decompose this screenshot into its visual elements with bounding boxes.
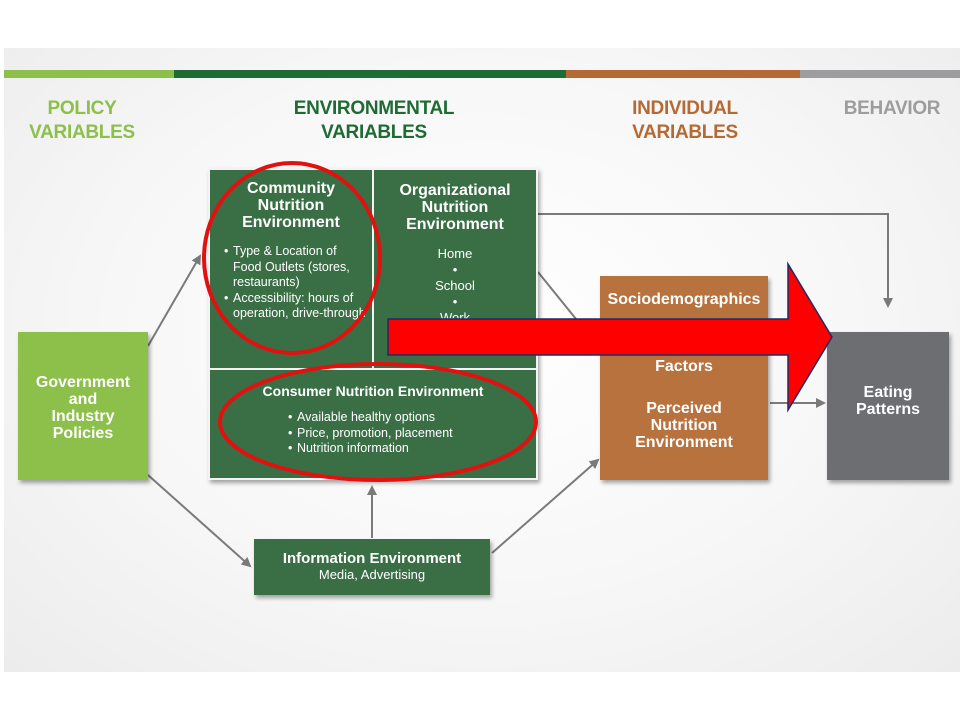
community-item: Type & Location of Food Outlets (stores,… xyxy=(224,244,366,291)
sociodemographics-label: Sociodemographics xyxy=(607,291,761,308)
individual-variables-box: Sociodemographics Factors Perceived Nutr… xyxy=(600,276,768,480)
eating-patterns-box: Eating Patterns xyxy=(827,332,949,480)
organizational-item: Home xyxy=(437,246,473,261)
information-environment-subtitle: Media, Advertising xyxy=(318,567,426,582)
information-environment-box: Information Environment Media, Advertisi… xyxy=(254,539,490,595)
behavior-heading: BEHAVIOR xyxy=(843,98,941,119)
individual-band xyxy=(566,70,800,78)
big-red-arrow xyxy=(387,261,833,413)
behavior-band xyxy=(800,70,960,78)
government-policies-box: Government and Industry Policies xyxy=(18,332,148,480)
eating-patterns-title: Eating Patterns xyxy=(855,384,921,418)
environmental-variables-heading: ENVIRONMENTAL VARIABLES xyxy=(293,98,455,143)
consumer-nutrition-title: Consumer Nutrition Environment xyxy=(262,383,484,399)
policy-band xyxy=(4,70,174,78)
consumer-nutrition-box: Consumer Nutrition Environment Available… xyxy=(210,370,536,478)
organizational-separator: • xyxy=(452,262,458,277)
individual-variables-heading: INDIVIDUAL VARIABLES xyxy=(632,98,738,143)
factors-label: Factors xyxy=(655,358,713,375)
policy-variables-heading: POLICY VARIABLES xyxy=(29,98,135,143)
community-item: Accessibility: hours of operation, drive… xyxy=(224,291,366,322)
arrow-environment-to-eating xyxy=(538,213,893,308)
consumer-item: Price, promotion, placement xyxy=(288,426,536,442)
arrow-information-to-individual xyxy=(491,458,600,554)
community-nutrition-box: Community Nutrition Environment Type & L… xyxy=(210,170,372,368)
government-policies-title: Government and Industry Policies xyxy=(35,374,131,442)
consumer-nutrition-list: Available healthy options Price, promoti… xyxy=(288,410,536,457)
consumer-item: Nutrition information xyxy=(288,441,536,457)
arrow-policy-to-information xyxy=(147,474,252,568)
information-environment-title: Information Environment xyxy=(282,550,462,567)
community-nutrition-title: Community Nutrition Environment xyxy=(242,180,340,231)
consumer-item: Available healthy options xyxy=(288,410,536,426)
community-nutrition-list: Type & Location of Food Outlets (stores,… xyxy=(224,244,366,322)
organizational-nutrition-title: Organizational Nutrition Environment xyxy=(399,182,511,233)
organizational-separator: • xyxy=(452,294,458,309)
community-highlight-ellipse xyxy=(202,161,382,355)
arrow-policy-to-community xyxy=(147,254,202,347)
environmental-band xyxy=(174,70,566,78)
organizational-item: School xyxy=(435,278,475,293)
perceived-nutrition-label: Perceived Nutrition Environment xyxy=(635,400,733,451)
consumer-highlight-ellipse xyxy=(218,362,538,482)
